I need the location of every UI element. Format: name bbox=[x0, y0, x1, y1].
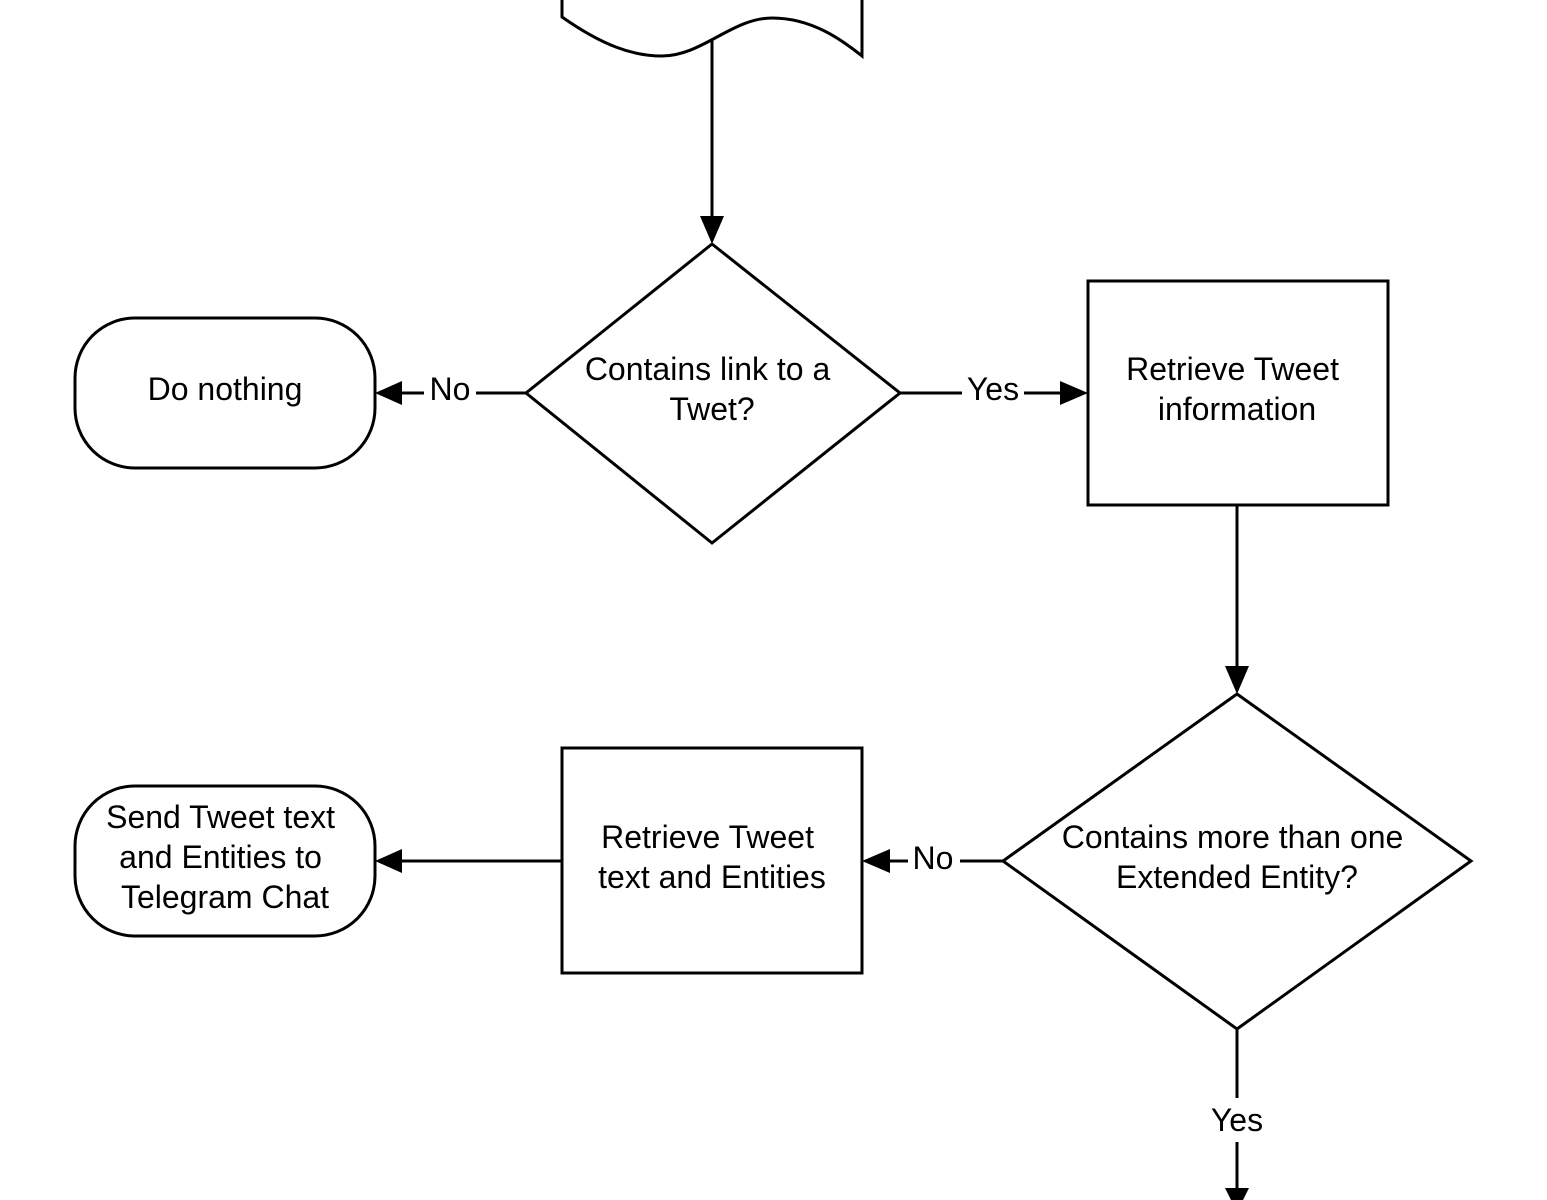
arrowhead-down-icon bbox=[1225, 666, 1249, 694]
edge-retrieve-text-to-send-telegram bbox=[375, 849, 562, 873]
svg-text:Do nothing: Do nothing bbox=[148, 371, 303, 407]
retrieve-text-line-1: Retrieve Tweet bbox=[601, 819, 814, 855]
decision-entity-line-1: Contains more than one bbox=[1062, 819, 1404, 855]
svg-text:Contains link to a Twet?: Contains link to a Twet? bbox=[585, 351, 839, 427]
edge-retrieve-info-to-decision-entity bbox=[1225, 505, 1249, 694]
edge-decision-link-yes: Yes bbox=[900, 371, 1088, 410]
svg-text:Retrieve Tweet informati: Retrieve Tweet information bbox=[1126, 351, 1348, 427]
arrowhead-left-icon bbox=[375, 381, 402, 405]
send-telegram-line-3: Telegram Chat bbox=[121, 879, 329, 915]
arrowhead-right-icon bbox=[1060, 381, 1088, 405]
decision-link-line-2: Twet? bbox=[669, 391, 754, 427]
arrowhead-left-icon bbox=[375, 849, 402, 873]
svg-text:Contains more than one E: Contains more than one Extended Entity? bbox=[1062, 819, 1412, 895]
send-telegram-line-2: and Entities to bbox=[119, 839, 322, 875]
process-retrieve-tweet-information: Retrieve Tweet information bbox=[1086, 279, 1390, 507]
edge-label-entity-no: No bbox=[913, 840, 954, 876]
edge-label-entity-yes: Yes bbox=[1211, 1102, 1263, 1138]
terminator-send-telegram: Send Tweet text and Entities to Telegram… bbox=[73, 784, 377, 938]
decision-link-line-1: Contains link to a bbox=[585, 351, 831, 387]
decision-contains-extended-entity: Contains more than one Extended Entity? bbox=[1000, 692, 1474, 1031]
retrieve-info-line-1: Retrieve Tweet bbox=[1126, 351, 1339, 387]
svg-text:Retrieve Tweet text and: Retrieve Tweet text and Entities bbox=[598, 819, 826, 895]
edge-decision-entity-no: No bbox=[862, 840, 1003, 878]
do-nothing-label: Do nothing bbox=[148, 371, 303, 407]
svg-text:Send Tweet text and Enti: Send Tweet text and Entities to Telegram… bbox=[106, 799, 344, 915]
edge-label-link-yes: Yes bbox=[967, 371, 1019, 407]
process-retrieve-tweet-text: Retrieve Tweet text and Entities bbox=[560, 746, 864, 975]
edge-document-to-decision-link bbox=[700, 40, 724, 244]
arrowhead-down-icon bbox=[700, 216, 724, 244]
arrowhead-down-icon bbox=[1225, 1188, 1249, 1200]
send-telegram-line-1: Send Tweet text bbox=[106, 799, 335, 835]
decision-contains-link: Contains link to a Twet? bbox=[523, 242, 903, 545]
decision-entity-line-2: Extended Entity? bbox=[1116, 859, 1358, 895]
edge-decision-entity-yes: Yes bbox=[1204, 1029, 1270, 1200]
retrieve-text-line-2: text and Entities bbox=[598, 859, 826, 895]
document-shape bbox=[560, 0, 864, 60]
terminator-do-nothing: Do nothing bbox=[73, 316, 377, 470]
retrieve-info-line-2: information bbox=[1158, 391, 1316, 427]
edge-label-link-no: No bbox=[430, 371, 471, 407]
arrowhead-left-icon bbox=[862, 849, 890, 873]
edge-decision-link-no: No bbox=[375, 371, 526, 410]
